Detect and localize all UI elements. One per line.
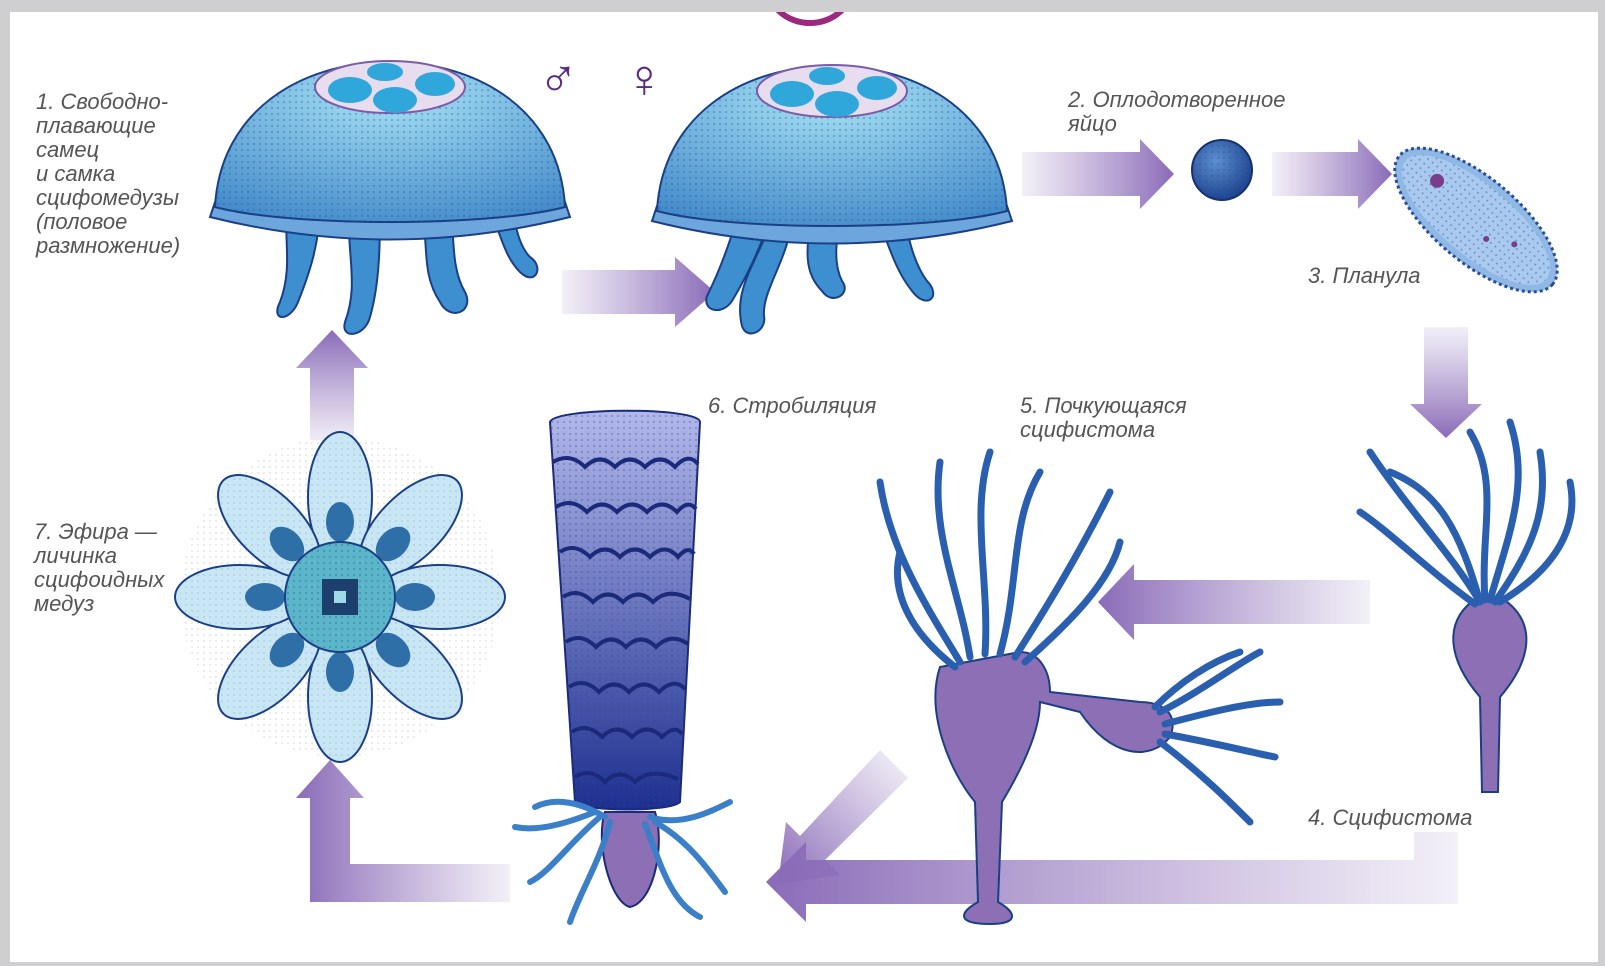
- arrow-planula-to-scyphistoma: [1410, 327, 1482, 438]
- male-symbol: ♂: [538, 52, 579, 106]
- label-stage-1: 1. Свободно- плавающие самец и самка сци…: [36, 90, 180, 258]
- budding-tentacles: [880, 452, 1280, 822]
- label-stage-3: 3. Планула: [1308, 264, 1421, 288]
- label-stage-2: 2. Оплодотворенное яйцо: [1068, 88, 1285, 136]
- arrow-ephyra-to-medusa: [296, 330, 368, 440]
- diagram-frame: ♂ ♀ 1. Свободно- плавающие самец и самка…: [10, 12, 1598, 962]
- label-stage-4: 4. Сцифистома: [1308, 806, 1472, 830]
- scyphistoma: [1360, 422, 1572, 792]
- arrow-scyphistoma-to-budding: [1098, 564, 1370, 640]
- arrow-to-ephyra: [296, 760, 510, 902]
- arrow-to-egg: [1022, 139, 1174, 209]
- label-stage-6: 6. Стробиляция: [708, 394, 876, 418]
- strobila: [515, 411, 730, 922]
- label-stage-5: 5. Почкующаяся сцифистома: [1020, 394, 1187, 442]
- label-stage-7: 7. Эфира — личинка сцифоидных медуз: [34, 520, 164, 616]
- arrow-male-to-female: [562, 257, 715, 327]
- arrow-bottom-return: [766, 832, 1458, 922]
- male-medusa: [210, 61, 570, 334]
- female-symbol: ♀: [624, 52, 665, 106]
- budding-scyphistoma: [880, 452, 1280, 924]
- ephyra: [175, 432, 505, 762]
- arrow-egg-to-planula: [1272, 139, 1392, 209]
- scyphistoma-tentacles: [1360, 422, 1572, 604]
